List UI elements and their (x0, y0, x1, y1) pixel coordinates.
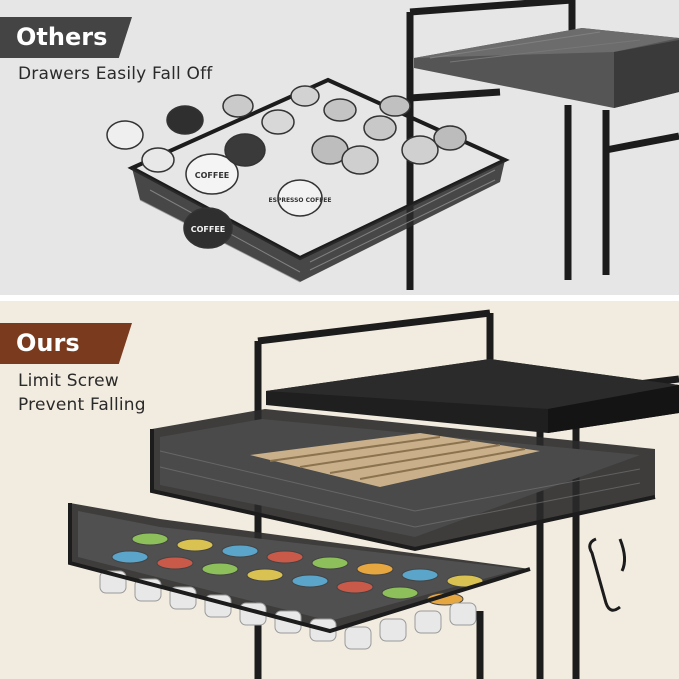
ours-caption-line-1: Limit Screw (18, 371, 119, 391)
pod-label-2: COFFEE (191, 225, 226, 234)
others-top-shelf (414, 28, 679, 108)
ours-hooks (588, 537, 627, 612)
ours-upper-drawer (152, 409, 655, 549)
ours-kcup-pods (111, 532, 484, 606)
ours-badge: Ours (0, 323, 132, 364)
ours-product-illustration (68, 309, 679, 679)
ours-top-shelf (266, 359, 679, 433)
others-coffee-pods (106, 85, 467, 249)
pod-label-1: COFFEE (195, 171, 230, 180)
panel-divider (0, 295, 679, 301)
others-badge: Others (0, 17, 132, 58)
others-caption: Drawers Easily Fall Off (18, 64, 213, 84)
ours-caption-line-2: Prevent Falling (18, 395, 146, 415)
others-product-illustration: COFFEE COFFEE ESPRESSO COFFEE (106, 0, 679, 290)
pod-label-3: ESPRESSO COFFEE (269, 197, 332, 204)
others-panel: COFFEE COFFEE ESPRESSO COFFEE Others Dra… (0, 0, 679, 295)
ours-panel: Ours Limit Screw Prevent Falling (0, 301, 679, 679)
ours-drawer-fronts (68, 429, 656, 634)
